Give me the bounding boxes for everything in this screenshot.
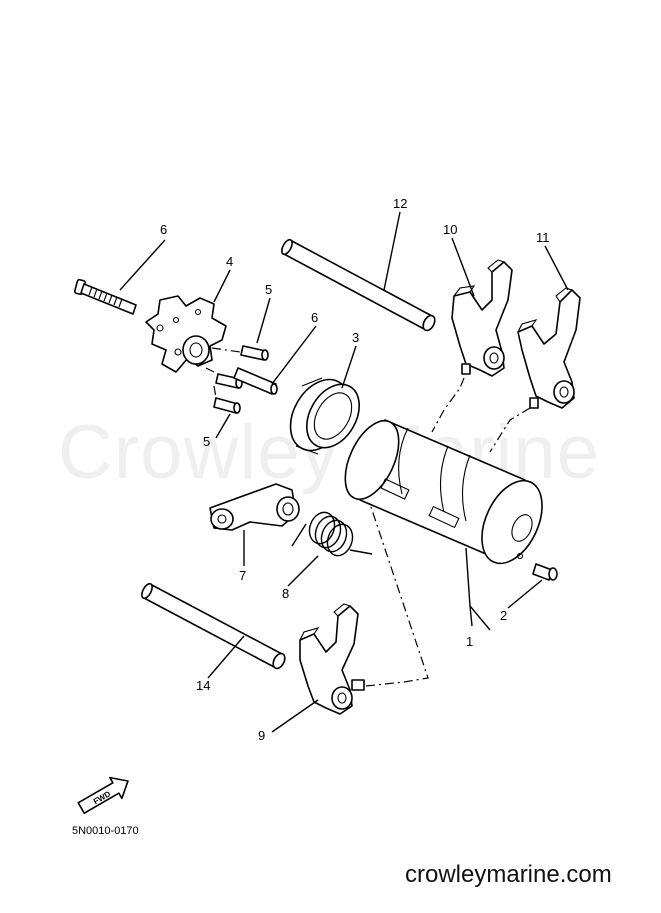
pin-alignment-lines (205, 347, 241, 399)
callout-13: 12 (393, 196, 407, 211)
part-shift-fork-10 (299, 603, 365, 715)
callout-9: 8 (282, 586, 289, 601)
callout-7: 6 (160, 222, 167, 237)
callout-5b: 5 (203, 434, 210, 449)
callout-11: 10 (443, 222, 457, 237)
part-guide-bar-upper (281, 238, 436, 332)
fork10-guide-line (365, 503, 429, 687)
callout-10: 9 (258, 728, 265, 743)
fork12-guide-line (489, 407, 531, 453)
fork11-guide-line (431, 377, 465, 433)
part-stopper-lever (209, 483, 300, 531)
part-bearing (289, 377, 360, 455)
website-link[interactable]: crowleymarine.com (405, 861, 612, 888)
part-shift-fork-12 (517, 287, 581, 409)
leader-lines (119, 211, 569, 733)
part-torsion-spring (291, 511, 373, 557)
callout-12: 11 (536, 230, 550, 245)
part-dowel-pin (532, 563, 558, 581)
callout-6: 6 (311, 310, 318, 325)
callout-4: 4 (226, 254, 233, 269)
part-pin-upper (240, 345, 269, 361)
callout-labels: 6 4 5 6 3 12 10 11 5 7 8 2 1 14 9 (160, 196, 550, 743)
part-pin-middle (215, 373, 243, 389)
callout-2: 2 (500, 608, 507, 623)
part-pin-lower (213, 397, 241, 414)
part-guide-bar-lower (141, 582, 286, 670)
part-segment (145, 295, 227, 373)
callout-14: 14 (196, 678, 210, 693)
callout-3: 3 (352, 330, 359, 345)
drawing-code: 5N0010-0170 (72, 825, 139, 837)
part-shift-cam (344, 419, 543, 565)
fwd-arrow-icon: FWD (77, 776, 129, 814)
callout-8: 7 (239, 568, 246, 583)
part-shift-fork-11 (451, 259, 513, 377)
callout-1: 1 (466, 634, 473, 649)
part-long-pin (233, 367, 278, 395)
callout-5a: 5 (265, 282, 272, 297)
part-bolt (73, 278, 137, 315)
